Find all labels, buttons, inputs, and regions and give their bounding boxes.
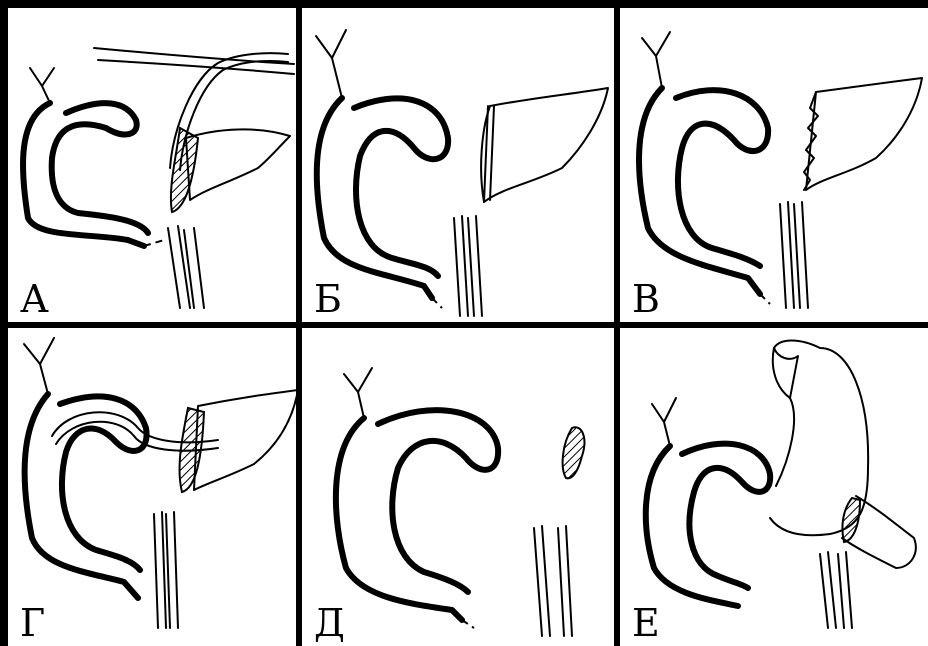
panel-b-label: Б xyxy=(314,280,342,318)
panel-b-drawing xyxy=(302,8,614,322)
clamps xyxy=(820,552,852,628)
panel-g-label: Г xyxy=(20,604,45,642)
panel-d-drawing xyxy=(302,328,614,646)
panel-g-drawing xyxy=(8,328,296,646)
pancreas-stump xyxy=(171,128,290,212)
bile-duct xyxy=(316,30,448,308)
panel-e-drawing xyxy=(620,328,928,646)
pancreas-stump xyxy=(180,390,296,492)
panel-e-label: Е xyxy=(632,604,660,642)
panel-v-label: В xyxy=(632,280,660,318)
clamps xyxy=(454,216,482,316)
panel-d-label: Д xyxy=(314,604,345,642)
panel-a-label: А xyxy=(20,280,49,318)
clamps xyxy=(154,512,178,628)
clamps xyxy=(168,226,204,308)
pancreas-stump xyxy=(481,88,608,202)
panel-g: Г xyxy=(8,328,296,646)
excised-specimen xyxy=(563,427,585,478)
clamps xyxy=(780,202,808,308)
panel-a: А xyxy=(8,8,296,322)
bile-duct xyxy=(23,68,164,246)
bile-duct xyxy=(646,398,770,606)
panel-b: Б xyxy=(302,8,614,322)
bile-duct xyxy=(24,338,147,598)
panel-v-drawing xyxy=(620,8,928,322)
bile-duct xyxy=(336,368,498,628)
clamps xyxy=(534,526,572,636)
pancreas-anastomosis xyxy=(842,496,916,568)
panel-a-drawing xyxy=(8,8,296,322)
panel-d: Д xyxy=(302,328,614,646)
panel-e: Е xyxy=(620,328,928,646)
bile-duct xyxy=(639,32,770,304)
panel-v: В xyxy=(620,8,928,322)
pancreas-sutured-stump xyxy=(804,78,922,190)
